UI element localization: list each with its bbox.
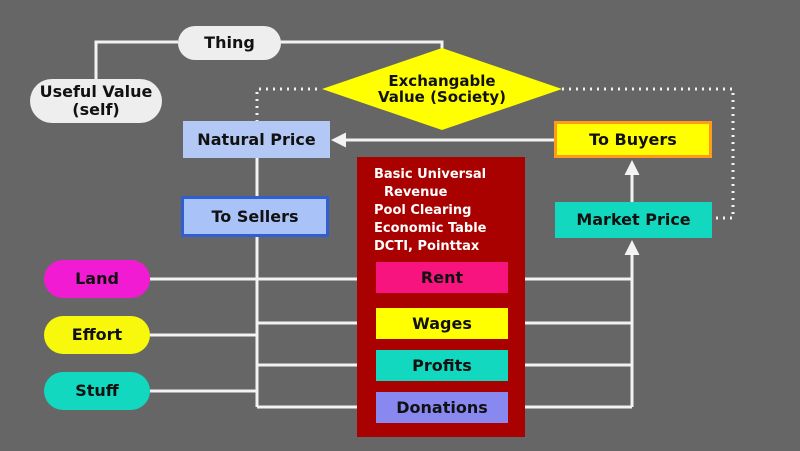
effort-label: Effort (71, 325, 123, 345)
exchangable-value-label: Exchangable Value (Society) (377, 71, 507, 106)
exchangable-value-label-box: Exchangable Value (Society) (362, 67, 522, 111)
effort-node: Effort (44, 316, 150, 354)
land-node: Land (44, 260, 150, 298)
wages-box: Wages (376, 308, 508, 339)
thing-to-useful-value-line (94, 40, 178, 80)
revenue-panel-text: Basic Universal Revenue Pool Clearing Ec… (374, 166, 524, 256)
revenue-line-4: Economic Table (374, 221, 487, 236)
stuff-label: Stuff (75, 381, 119, 401)
thing-label: Thing (204, 33, 255, 53)
thing-node: Thing (178, 26, 281, 60)
donations-box: Donations (376, 392, 508, 423)
to-buyers-label: To Buyers (589, 129, 677, 149)
revenue-line-1: Basic Universal (374, 167, 487, 182)
donations-label: Donations (396, 397, 488, 417)
useful-value-node: Useful Value (self) (30, 79, 162, 123)
land-label: Land (75, 269, 119, 289)
to-buyers-box: To Buyers (554, 121, 712, 158)
natural-price-label: Natural Price (197, 129, 316, 149)
to-sellers-label: To Sellers (211, 206, 299, 226)
revenue-line-3: Pool Clearing (374, 203, 472, 218)
to-sellers-box: To Sellers (181, 196, 329, 237)
market-price-box: Market Price (555, 202, 712, 238)
profits-box: Profits (376, 350, 508, 381)
profits-label: Profits (412, 355, 472, 375)
rent-box: Rent (376, 262, 508, 293)
market-price-label: Market Price (576, 210, 691, 230)
revenue-line-5: DCTI, Pointtax (374, 239, 480, 254)
rent-label: Rent (420, 267, 464, 287)
dotted-loop-left (255, 87, 322, 122)
useful-value-label: Useful Value (self) (39, 82, 153, 119)
revenue-panel (357, 157, 525, 437)
wages-label: Wages (412, 313, 472, 333)
stuff-node: Stuff (44, 372, 150, 410)
natural-price-box: Natural Price (183, 121, 330, 158)
revenue-line-2: Revenue (384, 185, 448, 200)
exchangable-value-diamond (322, 48, 562, 130)
dotted-loop-right (562, 87, 735, 220)
